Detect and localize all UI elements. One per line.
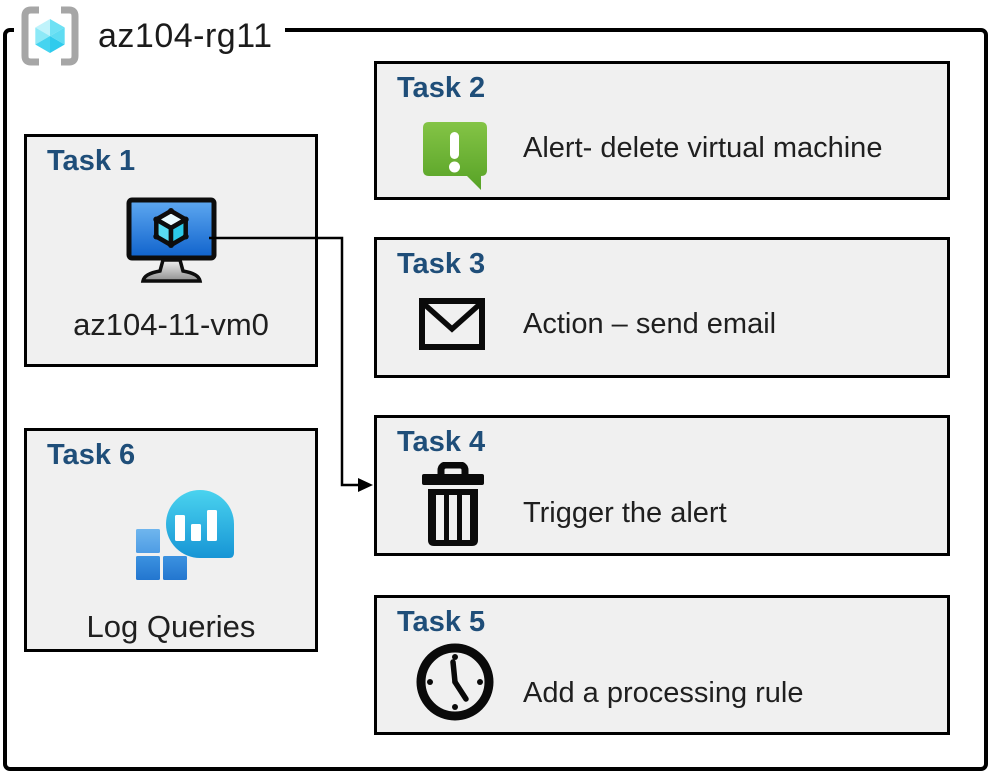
log-queries-icon (136, 490, 234, 580)
task2-title: Task 2 (397, 72, 486, 104)
task3-label: Action – send email (523, 308, 777, 340)
trash-icon (422, 462, 484, 546)
resource-group-label: az104-rg11 (14, 4, 285, 68)
resource-group-name: az104-rg11 (98, 16, 273, 55)
task6-box: Task 6 Log Queri (24, 428, 318, 652)
cube-glyph (35, 19, 65, 53)
email-icon (419, 298, 485, 350)
task5-box: Task 5 Add a processing rule (374, 595, 950, 735)
task2-box: Task 2 Alert- delete virtual machine (374, 61, 950, 200)
task6-label: Log Queries (86, 609, 256, 644)
resource-group-icon (21, 6, 79, 66)
task1-title: Task 1 (47, 145, 136, 177)
task5-title: Task 5 (397, 606, 486, 638)
task3-box: Task 3 Action – send email (374, 237, 950, 378)
virtual-machine-icon (126, 197, 217, 283)
task2-label: Alert- delete virtual machine (523, 132, 883, 164)
task4-title: Task 4 (397, 426, 486, 458)
task4-box: Task 4 Trigger the alert (374, 415, 950, 556)
bar-chart-glyph (175, 510, 217, 541)
task1-box: Task 1 az104-11-vm0 (24, 134, 318, 367)
alert-icon (423, 122, 487, 190)
task1-label: az104-11-vm0 (73, 307, 269, 342)
clock-icon (416, 643, 494, 721)
task3-title: Task 3 (397, 248, 486, 280)
task4-label: Trigger the alert (523, 497, 727, 529)
cube-glyph (154, 208, 188, 248)
task6-title: Task 6 (47, 439, 136, 471)
task5-label: Add a processing rule (523, 677, 804, 709)
resource-group-container (3, 28, 988, 771)
